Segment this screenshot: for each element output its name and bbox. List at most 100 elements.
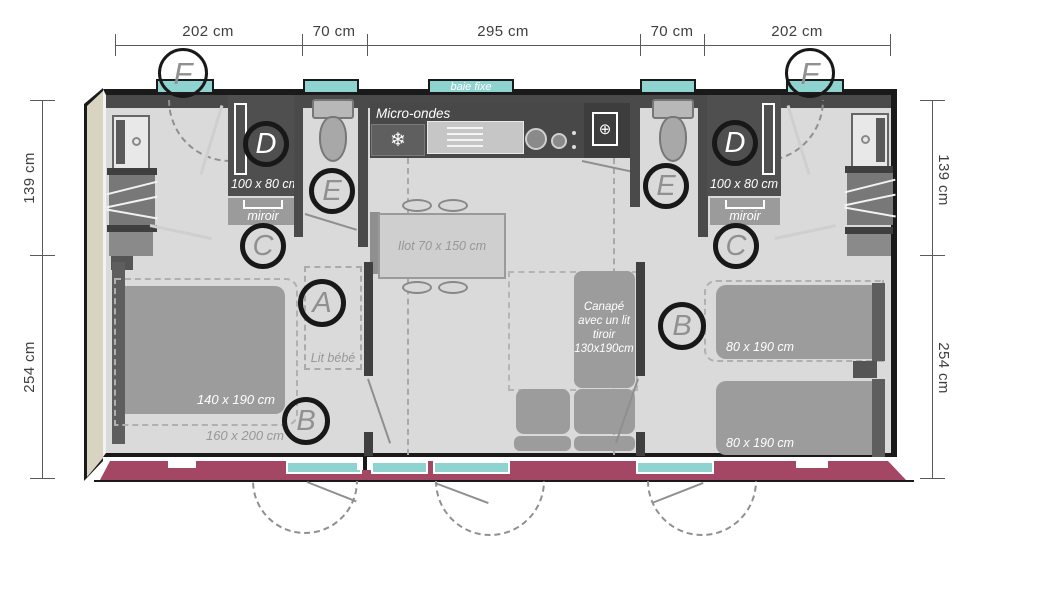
single-bed-1-size: 80 x 190 cm [726, 340, 795, 354]
marker-letter: F [800, 55, 820, 91]
dim-tick [920, 255, 945, 256]
front-window-3 [433, 461, 510, 474]
hob-burner-small-icon [551, 133, 567, 149]
wardrobe-left [106, 175, 158, 225]
dim-top-202-left: 202 cm [182, 23, 234, 40]
top-window-wc1 [303, 79, 359, 94]
dim-tick [890, 34, 891, 56]
left-wall-3d [87, 91, 103, 477]
shower-tray-right [762, 103, 775, 175]
wall-kitchen-wc2 [630, 95, 640, 207]
marker-b-left: B [282, 397, 330, 445]
nightstand [853, 361, 877, 378]
cabinet-left [109, 232, 153, 256]
wall-wc2-bathR [698, 95, 708, 237]
front-door-notch-1 [168, 458, 196, 468]
double-bed-size: 140 x 190 cm [196, 392, 275, 407]
dim-tick [640, 34, 641, 56]
dim-line-right [932, 100, 933, 478]
front-door-post [363, 454, 367, 470]
front-window-1 [286, 461, 362, 474]
hob-knob-icon [572, 145, 576, 149]
shower-size-right: 100 x 80 cm [709, 177, 779, 191]
wall-stub-left [364, 432, 373, 456]
bed-outline-size: 160 x 200 cm [205, 428, 285, 443]
kitchen-worktop [427, 121, 524, 154]
shower-size-left: 100 x 80 cm [230, 177, 300, 191]
front-window-4 [636, 461, 714, 474]
dim-right-254: 254 cm [935, 342, 952, 394]
dim-tick [704, 34, 705, 56]
sink-icon: ⊕ [592, 112, 618, 146]
miroir-label-left: miroir [247, 209, 279, 223]
dim-tick [30, 100, 55, 101]
sofa-front-pad [574, 436, 635, 451]
double-bed [125, 286, 285, 414]
wardrobe-right [844, 173, 896, 225]
shower-door-strip [116, 120, 125, 164]
island-side [370, 212, 380, 274]
marker-e-left: E [309, 168, 355, 214]
dim-tick [367, 34, 368, 56]
front-door-notch-2 [796, 458, 828, 468]
headboard-bed2 [872, 379, 885, 457]
marker-letter: E [656, 169, 676, 202]
headboard-bed1 [872, 283, 885, 361]
marker-letter: D [724, 126, 746, 159]
marker-letter: C [252, 229, 274, 262]
sofa-back [574, 271, 635, 388]
dim-top-70-left: 70 cm [312, 23, 356, 40]
dim-top-295: 295 cm [477, 23, 529, 40]
marker-letter: C [725, 229, 747, 262]
front-window-2 [371, 461, 428, 474]
dim-left-254: 254 cm [21, 341, 38, 393]
marker-d-right: D [712, 120, 758, 166]
stool [438, 199, 468, 212]
hob-knob-icon [572, 131, 576, 135]
shower-door-strip [876, 118, 885, 162]
kitchen-island: Ilot 70 x 150 cm [378, 213, 506, 279]
top-window-wc2 [640, 79, 696, 94]
cabinet-right [847, 234, 891, 256]
marker-e-right: E [643, 163, 689, 209]
hob-burner-large-icon [525, 128, 547, 150]
stool [438, 281, 468, 294]
single-bed-2 [716, 381, 876, 455]
wall-living-bedroomL [364, 262, 373, 376]
dim-tick [920, 478, 945, 479]
sofa-label-line3: tiroir [592, 329, 616, 341]
dim-left-139: 139 cm [21, 152, 38, 204]
marker-c-left: C [240, 223, 286, 269]
wardrobe-cap [845, 166, 893, 173]
vanity-right: miroir [710, 198, 780, 225]
dim-tick [920, 100, 945, 101]
single-bed-2-size: 80 x 190 cm [726, 436, 795, 450]
fridge-snowflake-icon: ❄ [371, 124, 425, 156]
dim-tick [115, 34, 116, 56]
dim-right-139: 139 cm [935, 154, 952, 206]
baie-fixe-label: baie fixe [450, 80, 492, 93]
marker-f-left: F [158, 48, 208, 98]
sofa-label: Canapé avec un lit tiroir 130x190cm [566, 300, 642, 356]
marker-b-right: B [658, 302, 706, 350]
wardrobe-cap [107, 225, 157, 232]
wardrobe-cap [107, 168, 157, 175]
micro-ondes-label: Micro-ondes [376, 106, 451, 121]
dim-line-left [42, 100, 43, 478]
marker-c-right: C [713, 223, 759, 269]
dim-top-202-right: 202 cm [771, 23, 823, 40]
sofa-front-pad [514, 436, 571, 451]
dim-tick [30, 255, 55, 256]
wall-stub-right [636, 432, 645, 456]
marker-a: A [298, 279, 346, 327]
dim-line-top [115, 45, 890, 46]
axis-dashed-left [407, 158, 409, 455]
crib-label: Lit bébé [310, 351, 356, 365]
marker-letter: B [672, 309, 692, 342]
dim-tick [30, 478, 55, 479]
marker-d-left: D [243, 121, 289, 167]
sofa-label-line2: avec un lit [578, 315, 630, 327]
bed-outline-160x200 [114, 278, 298, 426]
wall-wc1-kitchen [358, 95, 368, 247]
